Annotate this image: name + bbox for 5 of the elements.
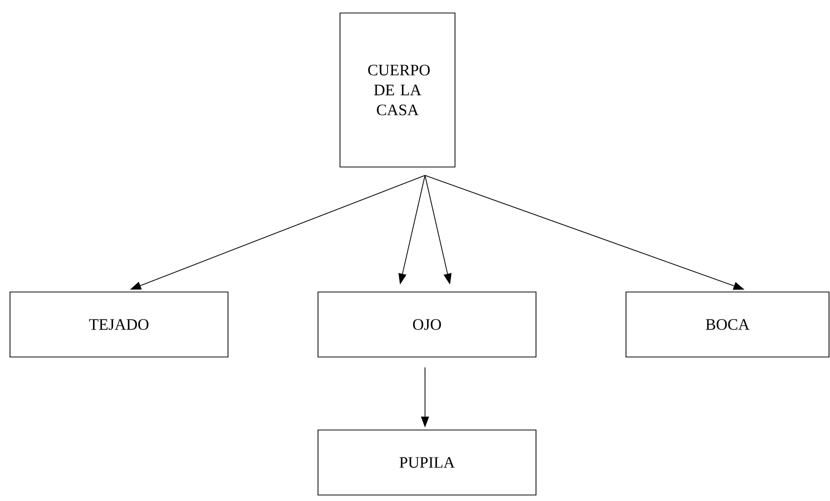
process-box: BOCA bbox=[626, 292, 830, 358]
process-box: CUERPO DE LA CASA bbox=[340, 12, 456, 168]
process-box: OJO bbox=[318, 292, 536, 358]
process-box: TEJADO bbox=[10, 292, 228, 358]
process-box: PUPILA bbox=[318, 430, 536, 496]
